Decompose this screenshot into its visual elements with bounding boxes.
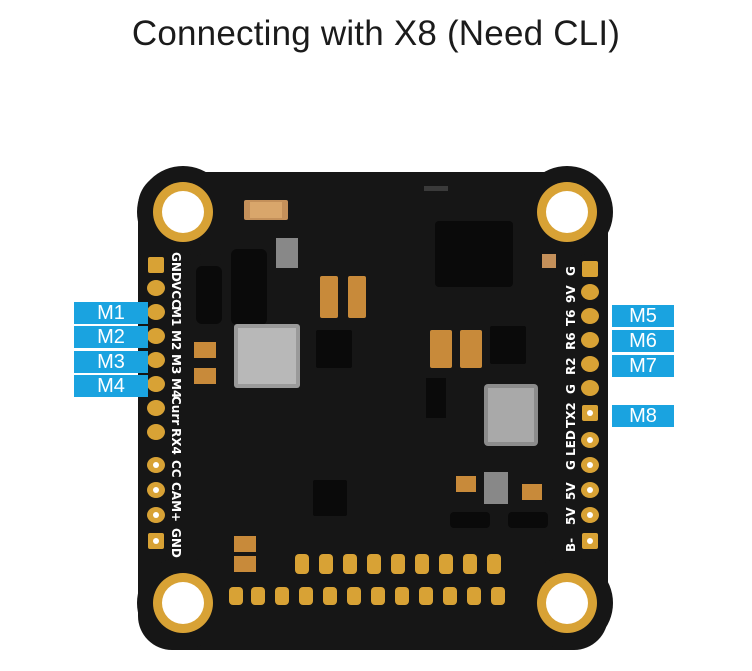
right-pin-label: 9V	[564, 285, 578, 303]
motor-tag-m4: M4	[74, 375, 148, 397]
left-solder-pads	[147, 257, 165, 549]
right-pin-label: G	[564, 266, 578, 276]
right-pin-label: R2	[564, 357, 578, 375]
motor-tag-m7: M7	[612, 355, 674, 377]
right-pin-label: G	[564, 384, 578, 394]
motor-tag-m1: M1	[74, 302, 148, 324]
mounting-hole-top-left	[153, 182, 213, 242]
right-solder-pads	[581, 261, 599, 549]
bottom-pad-row	[229, 554, 505, 605]
right-pin-label: 5V	[564, 482, 578, 500]
motor-tag-m3: M3	[74, 351, 148, 373]
left-pin-labels: GND VCC M1 M2 M3 M4 Curr RX4 CC CAM + GN…	[169, 252, 183, 558]
left-pin-label: GND	[169, 528, 183, 558]
motor-tag-m8: M8	[612, 405, 674, 427]
right-pin-label: G	[564, 460, 578, 470]
mounting-hole-bottom-left	[153, 573, 213, 633]
mounting-holes	[153, 182, 597, 633]
left-pin-label: M3	[169, 354, 183, 374]
left-pin-label: M4	[169, 378, 183, 398]
motor-tag-m6: M6	[612, 330, 674, 352]
left-pin-label: Curr	[169, 396, 183, 425]
left-pin-label: +	[169, 512, 183, 522]
right-pin-label: 5V	[564, 507, 578, 525]
mounting-hole-top-right	[537, 182, 597, 242]
right-pin-label: R6	[564, 332, 578, 350]
board-components	[194, 200, 556, 572]
right-pin-label: T6	[564, 309, 578, 326]
motor-tag-m5: M5	[612, 305, 674, 327]
left-pin-label: GND	[169, 252, 183, 282]
pcb-body	[137, 166, 613, 650]
left-pin-label: CAM	[169, 482, 183, 512]
motor-tag-m2: M2	[74, 326, 148, 348]
right-pin-labels: G 9V T6 R6 R2 G TX2 LED G 5V 5V B-	[564, 266, 578, 552]
right-pin-label: LED	[564, 430, 578, 456]
left-pin-label: RX4	[169, 428, 183, 455]
left-pin-label: M2	[169, 330, 183, 350]
right-pin-label: TX2	[564, 402, 578, 428]
right-pin-label: B-	[564, 538, 578, 552]
page-title: Connecting with X8 (Need CLI)	[131, 14, 621, 53]
mounting-hole-bottom-right	[537, 573, 597, 633]
left-pin-label: M1	[169, 306, 183, 326]
left-pin-label: VCC	[169, 281, 183, 308]
left-pin-label: CC	[169, 460, 183, 478]
